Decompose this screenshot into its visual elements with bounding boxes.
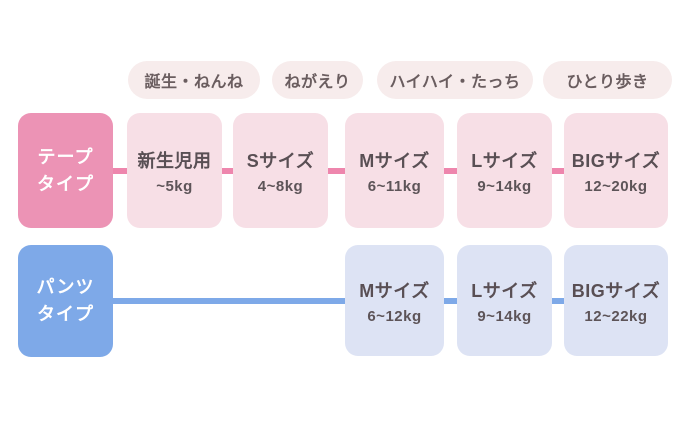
stage-pill-crawling-standing: ハイハイ・たっち — [377, 61, 533, 99]
size-name: Sサイズ — [246, 150, 315, 171]
stage-label: ハイハイ・たっち — [389, 74, 521, 91]
size-name: 新生児用 — [137, 150, 212, 171]
size-name: Lサイズ — [471, 150, 538, 171]
size-weight: 6~12kg — [367, 307, 422, 325]
size-weight: 9~14kg — [477, 177, 532, 195]
pants-type-label-line2: タイプ — [37, 304, 94, 324]
stage-pill-walking: ひとり歩き — [543, 61, 672, 99]
pants-type-label: パンツ タイプ — [18, 245, 113, 357]
size-weight: 6~11kg — [367, 177, 422, 195]
size-weight: ~5kg — [156, 177, 193, 195]
stage-label: 誕生・ねんね — [144, 74, 244, 91]
stage-label: ねがえり — [284, 74, 351, 91]
tape-size-big: BIGサイズ 12~20kg — [564, 113, 668, 228]
size-name: Lサイズ — [471, 280, 538, 301]
size-name: BIGサイズ — [571, 150, 661, 171]
size-weight: 9~14kg — [477, 307, 532, 325]
tape-type-label: テープ タイプ — [18, 113, 113, 228]
stage-pill-newborn: 誕生・ねんね — [128, 61, 260, 99]
size-name: Mサイズ — [359, 150, 430, 171]
tape-size-l: Lサイズ 9~14kg — [457, 113, 552, 228]
stage-label: ひとり歩き — [566, 74, 649, 91]
tape-type-label-line2: タイプ — [37, 173, 94, 194]
size-name: Mサイズ — [359, 280, 430, 301]
tape-size-m: Mサイズ 6~11kg — [345, 113, 444, 228]
size-name: BIGサイズ — [571, 280, 661, 301]
pants-type-label-line1: パンツ — [36, 277, 95, 297]
size-weight: 12~20kg — [584, 177, 648, 195]
stage-pill-rolling: ねがえり — [272, 61, 363, 99]
tape-type-label-line1: テープ — [37, 146, 94, 167]
size-weight: 12~22kg — [584, 307, 648, 325]
pants-size-m: Mサイズ 6~12kg — [345, 245, 444, 356]
size-weight: 4~8kg — [257, 177, 304, 195]
tape-size-s: Sサイズ 4~8kg — [233, 113, 328, 228]
pants-size-big: BIGサイズ 12~22kg — [564, 245, 668, 356]
pants-size-l: Lサイズ 9~14kg — [457, 245, 552, 356]
tape-size-newborn: 新生児用 ~5kg — [127, 113, 222, 228]
